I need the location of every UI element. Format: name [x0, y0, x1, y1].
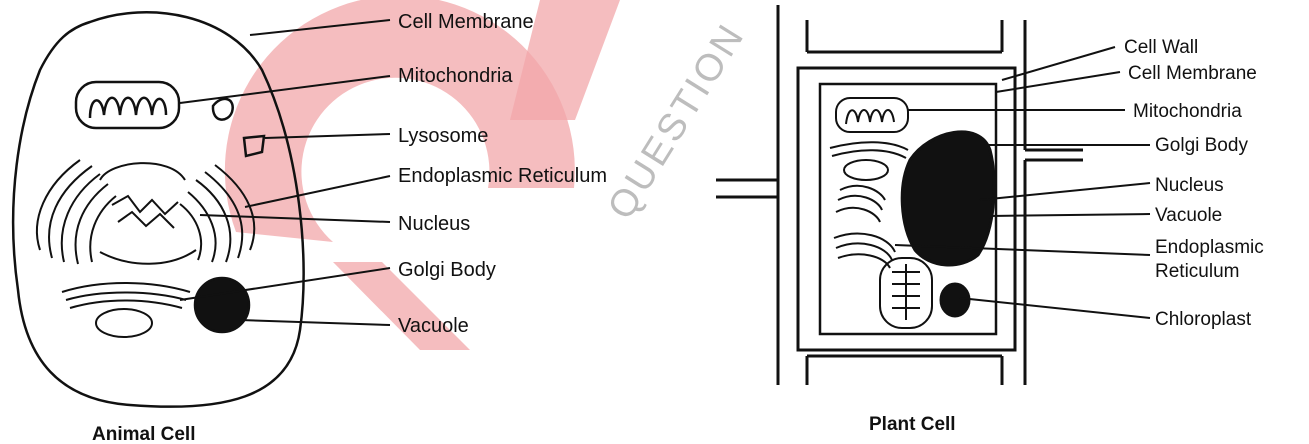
label-mitochondria: Mitochondria: [398, 65, 513, 87]
label-vacuole: Vacuole: [398, 315, 469, 337]
label-plant-cell-membrane: Cell Membrane: [1128, 63, 1257, 84]
label-nucleus: Nucleus: [398, 213, 470, 235]
animal-golgi: [62, 283, 190, 337]
label-cell-wall: Cell Wall: [1124, 37, 1198, 58]
label-plant-endoplasmic: Endoplasmic: [1155, 237, 1264, 258]
animal-er: [37, 160, 254, 264]
label-plant-chloroplast: Chloroplast: [1155, 309, 1252, 330]
animal-nucleus: [100, 163, 196, 264]
label-plant-nucleus: Nucleus: [1155, 175, 1224, 196]
label-plant-golgi-body: Golgi Body: [1155, 135, 1248, 156]
label-lysosome: Lysosome: [398, 125, 488, 147]
label-cell-membrane: Cell Membrane: [398, 11, 534, 33]
animal-vacuole: [195, 278, 249, 332]
label-endoplasmic-reticulum: Endoplasmic Reticulum: [398, 165, 607, 187]
label-golgi-body: Golgi Body: [398, 259, 496, 281]
label-plant-mitochondria: Mitochondria: [1133, 101, 1242, 122]
animal-mitochondria: [76, 82, 179, 128]
label-plant-vacuole: Vacuole: [1155, 205, 1222, 226]
plant-golgi: [830, 142, 908, 180]
plant-mitochondria: [836, 98, 908, 132]
plant-cell-caption: Plant Cell: [869, 414, 956, 435]
animal-cell-caption: Animal Cell: [92, 424, 195, 444]
watermark-text: QUESTION: [600, 16, 754, 227]
plant-er: [834, 186, 895, 268]
plant-chloroplast: [880, 258, 932, 328]
label-plant-reticulum: Reticulum: [1155, 261, 1239, 282]
plant-chloroplast-2: [941, 284, 969, 316]
animal-lysosome: [213, 99, 233, 120]
